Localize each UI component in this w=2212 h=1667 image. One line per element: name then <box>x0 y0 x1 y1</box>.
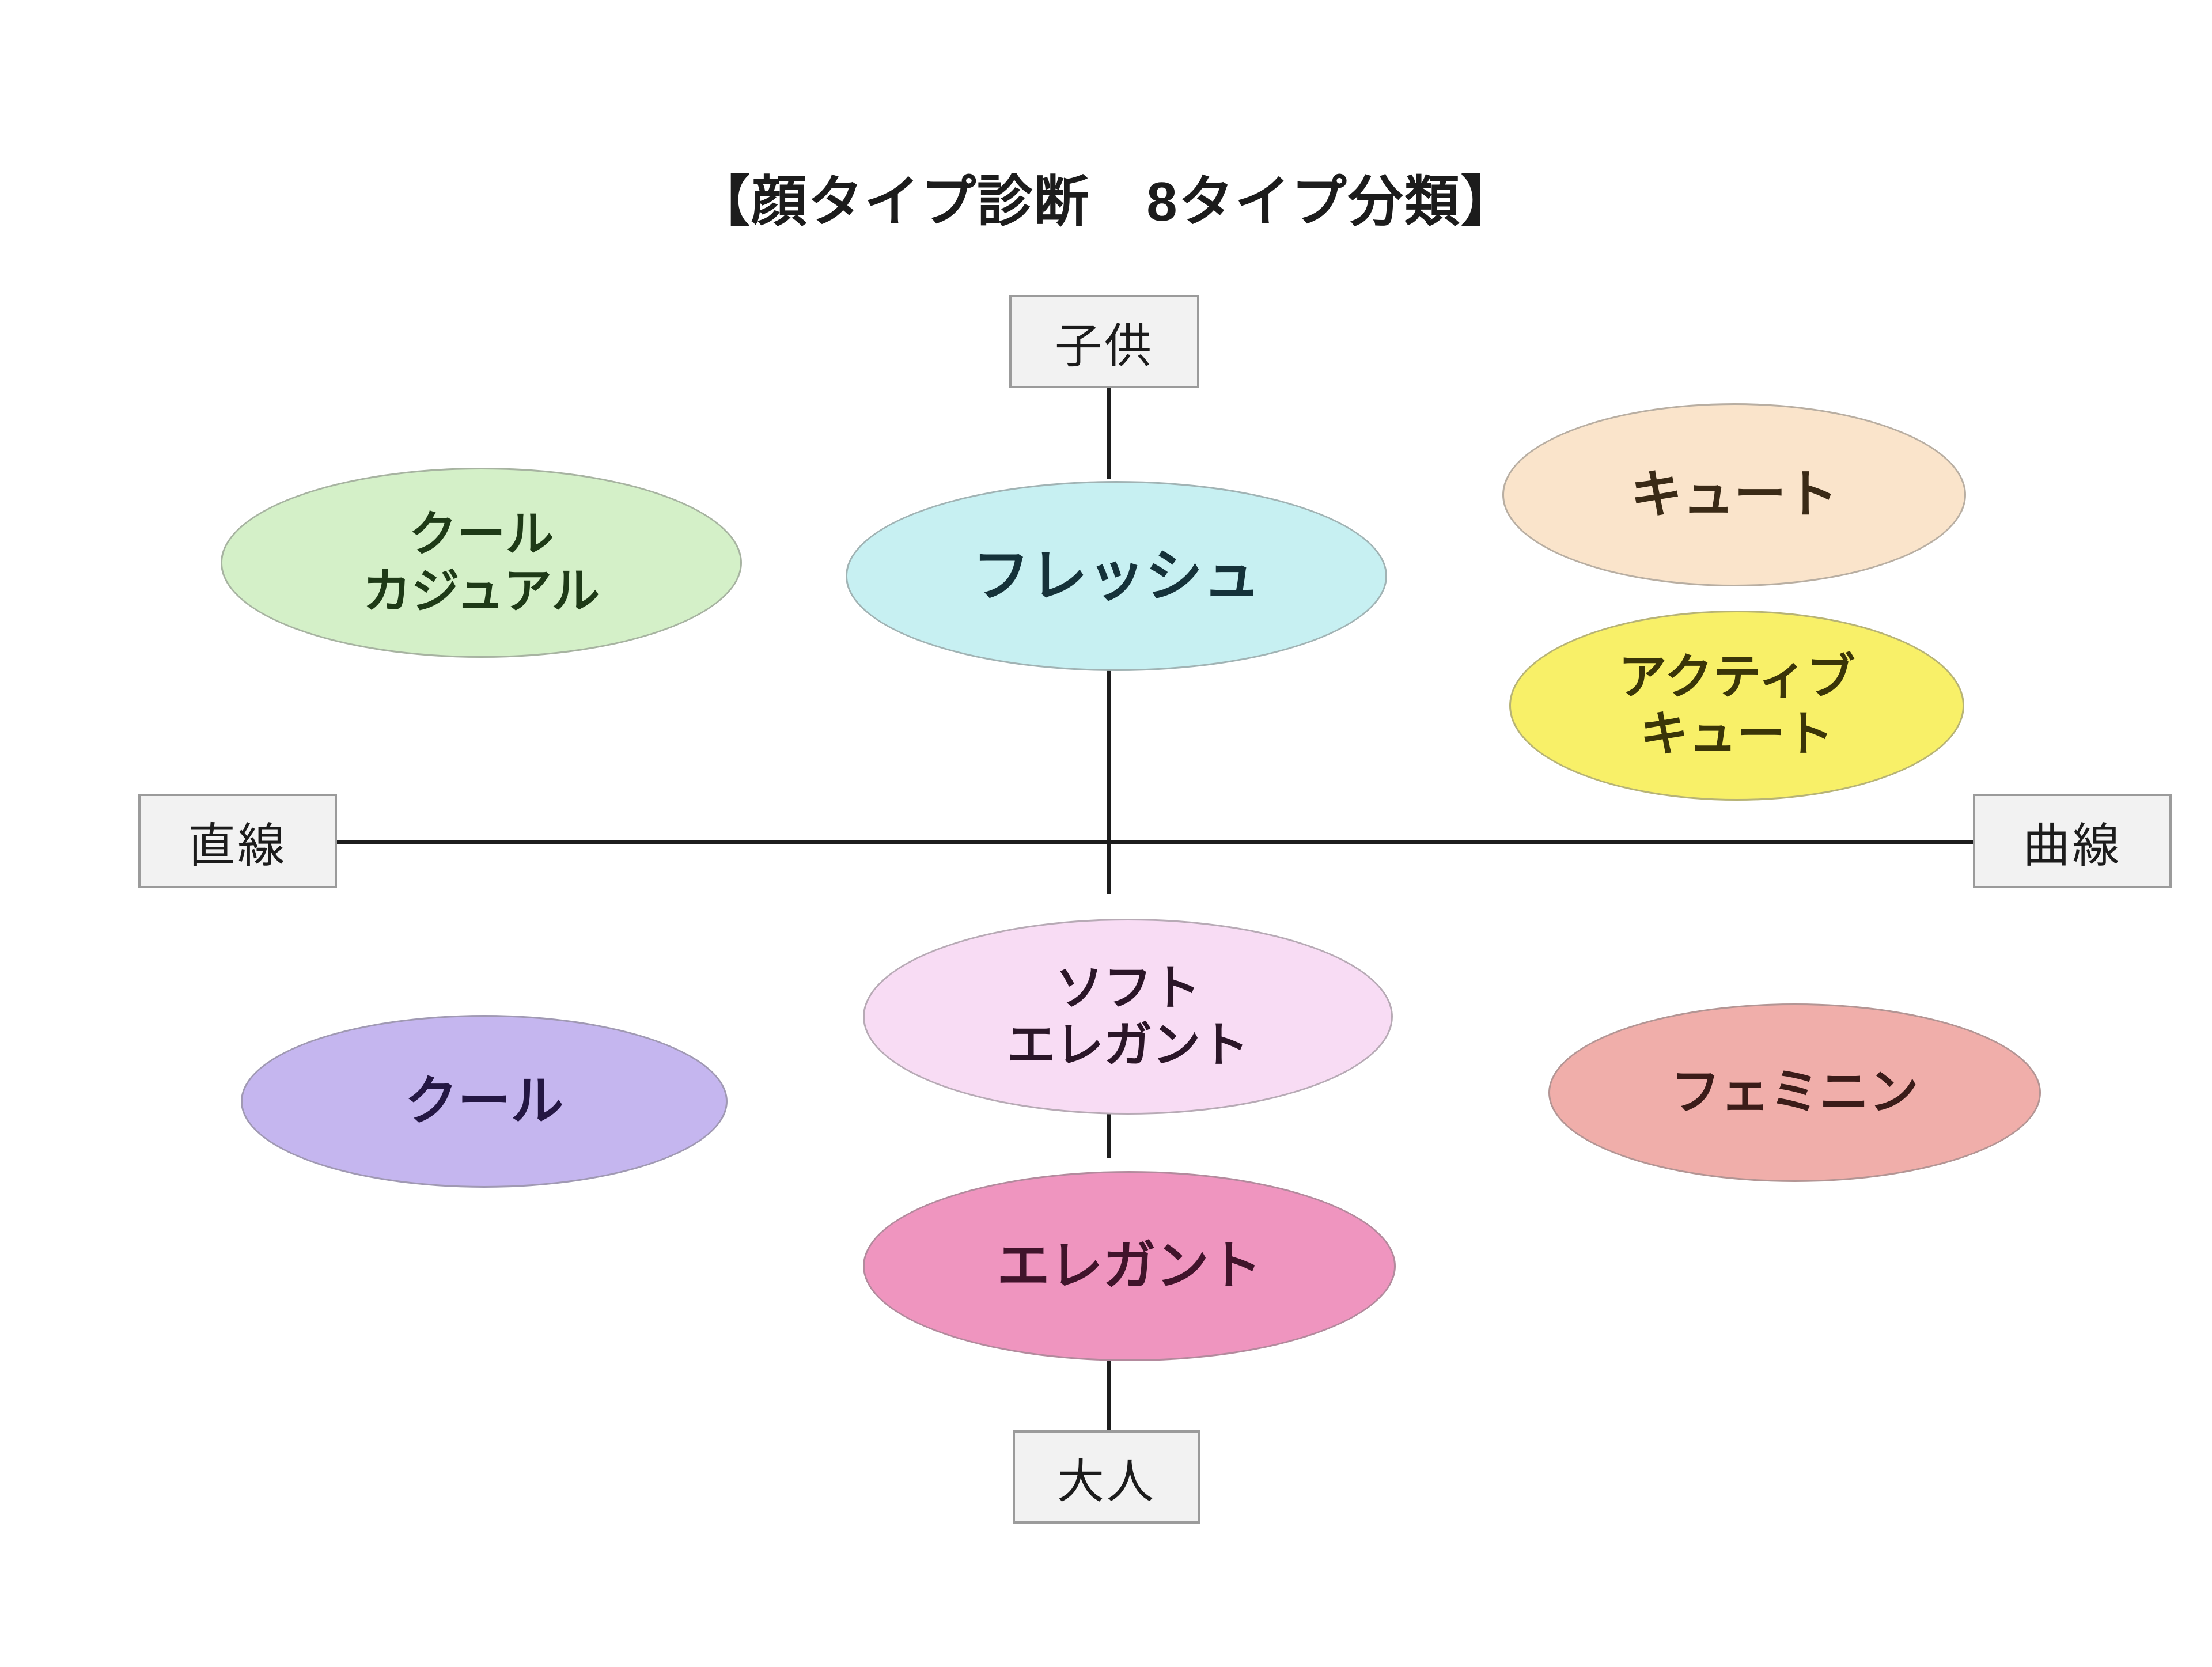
axis-label-straight-line: 直線 <box>138 794 337 888</box>
node-fresh[interactable]: フレッシュ <box>846 481 1387 671</box>
node-cool[interactable]: クール <box>241 1015 728 1188</box>
node-soft-elegant[interactable]: ソフト エレガント <box>863 919 1393 1115</box>
horizontal-axis-line <box>337 840 1973 844</box>
page-title: 【顔タイプ診断 8タイプ分類】 <box>695 171 1517 233</box>
node-elegant[interactable]: エレガント <box>863 1171 1396 1361</box>
node-cute[interactable]: キュート <box>1502 403 1966 586</box>
axis-label-curved-line: 曲線 <box>1973 794 2172 888</box>
node-cool-casual[interactable]: クール カジュアル <box>221 468 742 658</box>
vertical-axis-segment-middle <box>1107 664 1111 894</box>
vertical-axis-segment-bottom <box>1107 1359 1111 1431</box>
vertical-axis-segment-top <box>1107 387 1111 479</box>
vertical-axis-segment-lower <box>1107 1097 1111 1158</box>
axis-label-child: 子供 <box>1009 295 1199 388</box>
node-feminine[interactable]: フェミニン <box>1548 1003 2041 1182</box>
node-active-cute[interactable]: アクティブ キュート <box>1509 611 1964 801</box>
axis-label-adult: 大人 <box>1013 1430 1200 1524</box>
